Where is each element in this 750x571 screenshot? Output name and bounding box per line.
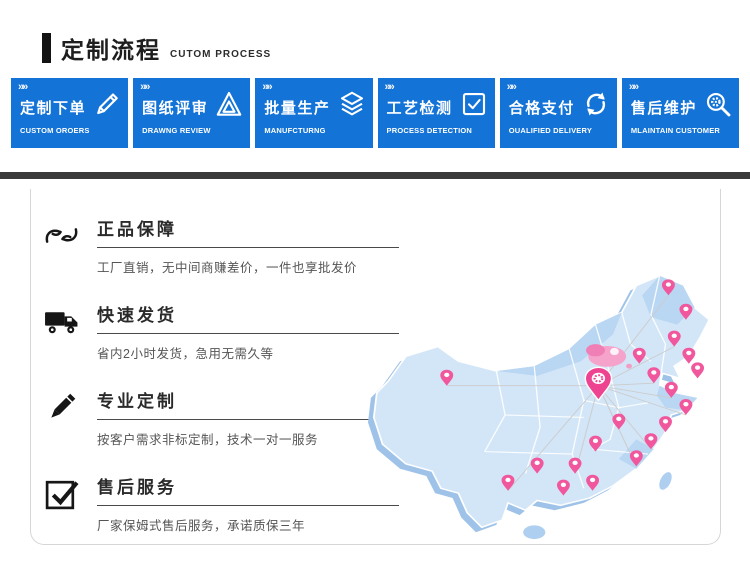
process-step-title: 图纸评审 [142,100,209,117]
china-map [368,266,718,542]
pencil-icon [92,89,122,119]
feature-genuine-guarantee: 正品保障 工厂直销，无中间商赚差价，一件也享批发价 [43,215,411,276]
process-step-subtitle: OUALIFIED DELIVERY [508,126,593,135]
double-chevron-icon [18,82,26,93]
section-header: 定制流程 CUTOM PROCESS [42,33,271,63]
page-subtitle: CUTOM PROCESS [170,49,272,60]
magnifier-gear-icon [703,89,733,119]
refresh-arrows-icon [581,89,611,119]
double-chevron-icon [140,82,148,93]
process-step-title: 工艺检测 [386,100,453,117]
header-accent-bar [42,33,51,63]
page-title: 定制流程 [61,36,161,63]
feature-title: 正品保障 [97,215,399,248]
inspection-check-icon [459,89,489,119]
map-taiwan-island [658,471,673,491]
feature-after-sale-service: 售后服务 厂家保姆式售后服务，承诺质保三年 [43,473,411,534]
double-chevron-icon [629,82,637,93]
process-step-title: 售后维护 [630,100,697,117]
feature-description: 按客户需求非标定制，技术一对一服务 [97,433,319,447]
process-step-process-detection: 工艺检测 PROCESS DETECTION [377,78,495,148]
map-hainan-island [522,524,547,541]
process-step-title: 批量生产 [264,100,331,117]
feature-list: 正品保障 工厂直销，无中间商赚差价，一件也享批发价 [43,215,411,559]
process-step-subtitle: DRAWNG REVIEW [142,126,211,135]
process-step-qualified-delivery: 合格支付 OUALIFIED DELIVERY [499,78,617,148]
feature-title: 快速发货 [97,301,399,334]
feature-title: 售后服务 [97,473,399,506]
process-step-subtitle: PROCESS DETECTION [386,126,473,135]
process-step-after-sale-maintain: 售后维护 MLAINTAIN CUSTOMER [621,78,740,148]
process-steps: 定制下单 CUSTOM OROERS 图纸评审 DRAWNG REVIEW 批量… [11,78,740,148]
map-headquarter-blob [586,344,632,369]
double-chevron-icon [507,82,515,93]
double-chevron-icon [385,82,393,93]
feature-description: 厂家保姆式售后服务，承诺质保三年 [97,519,306,533]
checkbox-icon [43,475,80,512]
process-step-subtitle: MANUFCTURNG [264,126,326,135]
process-step-title: 合格支付 [508,100,575,117]
process-step-subtitle: CUSTOM OROERS [20,126,90,135]
feature-title: 专业定制 [97,387,399,420]
process-step-drawing-review: 图纸评审 DRAWNG REVIEW [133,78,251,148]
section-divider [0,172,750,179]
set-square-icon [214,89,244,119]
feature-description: 省内2小时发货，急用无需久等 [97,347,274,361]
feature-professional-custom: 专业定制 按客户需求非标定制，技术一对一服务 [43,387,411,448]
process-step-manufacturing: 批量生产 MANUFCTURNG [255,78,373,148]
feature-fast-shipping: 快速发货 省内2小时发货，急用无需久等 [43,301,411,362]
pencil-icon [43,389,80,426]
process-step-title: 定制下单 [20,100,87,117]
process-step-custom-order: 定制下单 CUSTOM OROERS [11,78,129,148]
double-chevron-icon [262,82,270,93]
process-step-subtitle: MLAINTAIN CUSTOMER [630,126,721,135]
benefits-panel: 正品保障 工厂直销，无中间商赚差价，一件也享批发价 [30,189,721,545]
layers-icon [337,89,367,119]
hands-icon [43,217,80,254]
feature-description: 工厂直销，无中间商赚差价，一件也享批发价 [97,261,358,275]
headquarter-pin-icon [584,366,613,402]
truck-icon [43,303,80,340]
